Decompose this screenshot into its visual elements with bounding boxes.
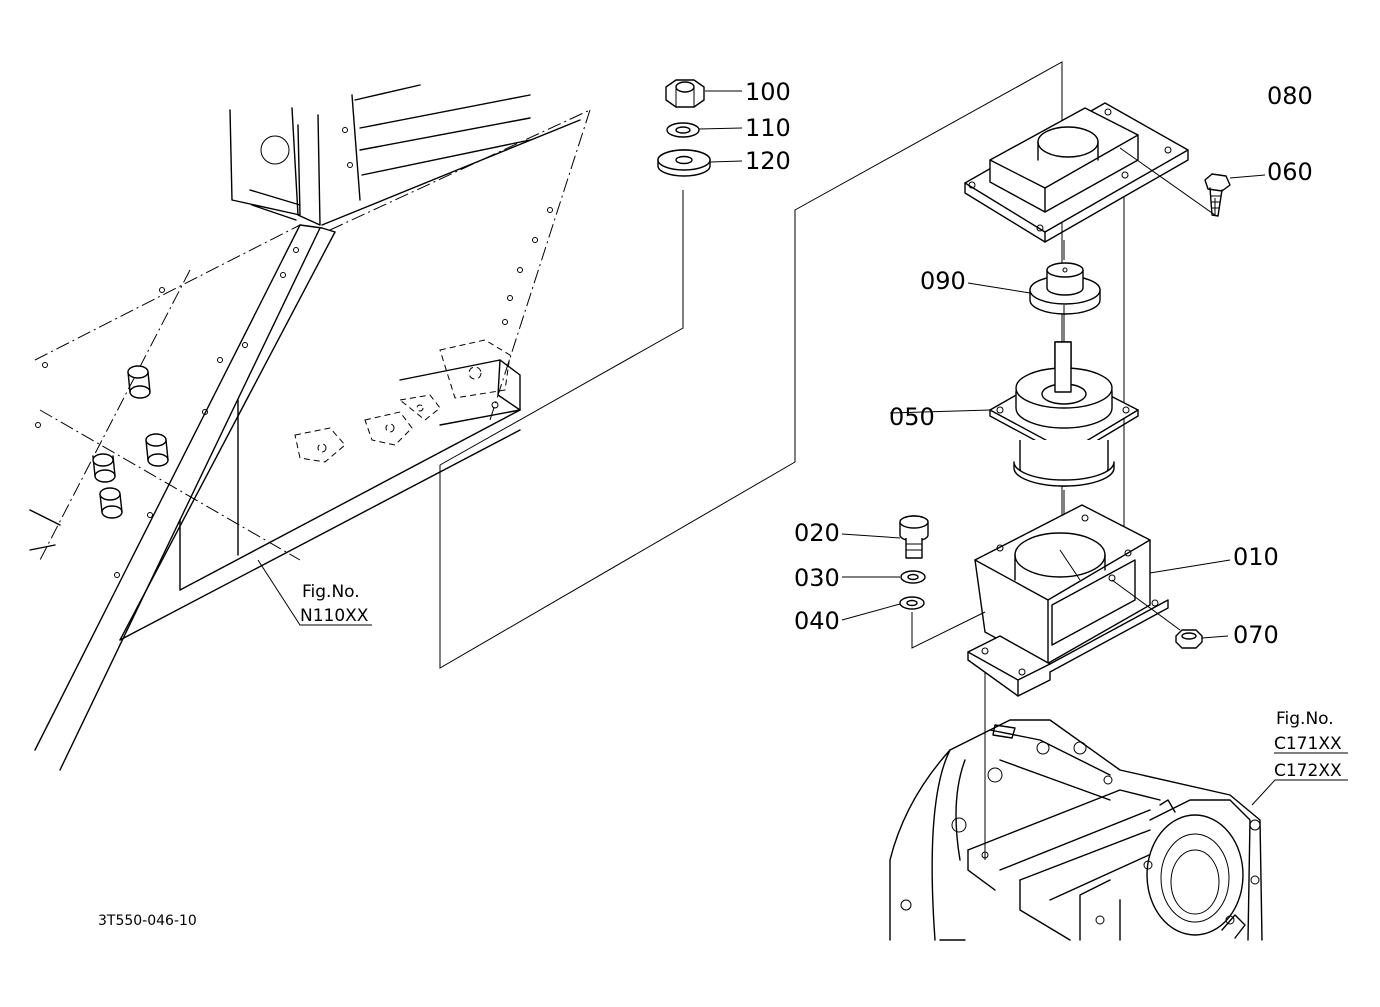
part-090-cushion — [967, 262, 1101, 315]
nut-070 — [1175, 629, 1229, 649]
label-part-050: 050 — [889, 403, 935, 431]
ref-n110-line1: Fig.No. — [302, 582, 360, 602]
label-part-060: 060 — [1267, 158, 1313, 186]
label-part-110: 110 — [745, 114, 791, 142]
drawing-code: 3T550-046-10 — [98, 913, 197, 929]
label-part-070: 070 — [1233, 621, 1279, 649]
label-part-100: 100 — [745, 78, 791, 106]
part-080-cover — [964, 102, 1216, 548]
label-part-020: 020 — [794, 519, 840, 547]
label-part-010: 010 — [1233, 543, 1279, 571]
label-part-090: 090 — [920, 267, 966, 295]
hardware-stack — [657, 79, 743, 177]
ref-c171-line1: Fig.No. — [1276, 709, 1334, 729]
label-part-120: 120 — [745, 147, 791, 175]
ref-c171-line2: C171XX — [1274, 734, 1342, 754]
washer-030 — [842, 570, 926, 584]
ref-n110-line2: N110XX — [300, 606, 369, 626]
part-010-bracket — [911, 504, 1231, 860]
label-part-040: 040 — [794, 607, 840, 635]
bolt-020 — [841, 515, 929, 559]
part-050-mount — [889, 341, 1139, 520]
ref-c171-line3: C172XX — [1274, 761, 1342, 781]
bolt-060 — [1204, 173, 1266, 217]
washer-040 — [841, 596, 925, 621]
transmission-housing — [889, 719, 1348, 941]
label-part-030: 030 — [794, 564, 840, 592]
label-part-080: 080 — [1267, 82, 1313, 110]
